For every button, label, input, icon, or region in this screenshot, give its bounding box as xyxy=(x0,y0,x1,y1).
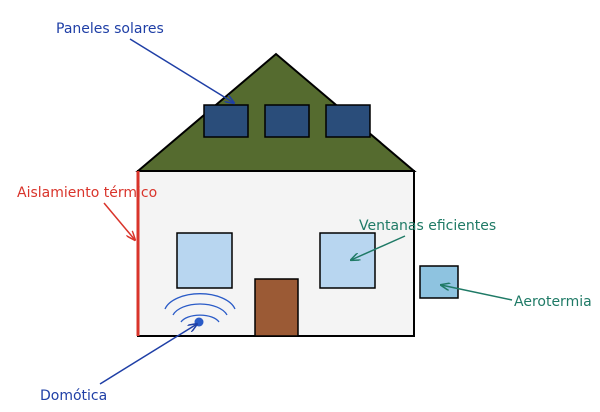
arrow-domotics xyxy=(99,324,197,385)
door xyxy=(254,278,299,337)
window-right xyxy=(319,232,376,289)
label-efficient-windows: Ventanas eficientes xyxy=(359,218,497,234)
label-insulation: Aislamiento térmico xyxy=(17,185,158,201)
arrow-windows xyxy=(351,235,406,260)
heat-pump-unit xyxy=(419,265,459,299)
solar-panel-1 xyxy=(203,104,249,138)
arrow-insulation xyxy=(103,202,135,240)
window-left xyxy=(176,232,233,289)
wifi-icon xyxy=(164,293,236,323)
label-domotics: Domótica xyxy=(40,388,108,404)
solar-panel-3 xyxy=(325,104,371,138)
arrow-heatpump xyxy=(441,285,513,301)
label-heat-pump: Aerotermia xyxy=(514,294,592,310)
solar-panel-2 xyxy=(264,104,310,138)
arrow-solar xyxy=(129,38,234,103)
label-solar-panels: Paneles solares xyxy=(56,21,164,37)
